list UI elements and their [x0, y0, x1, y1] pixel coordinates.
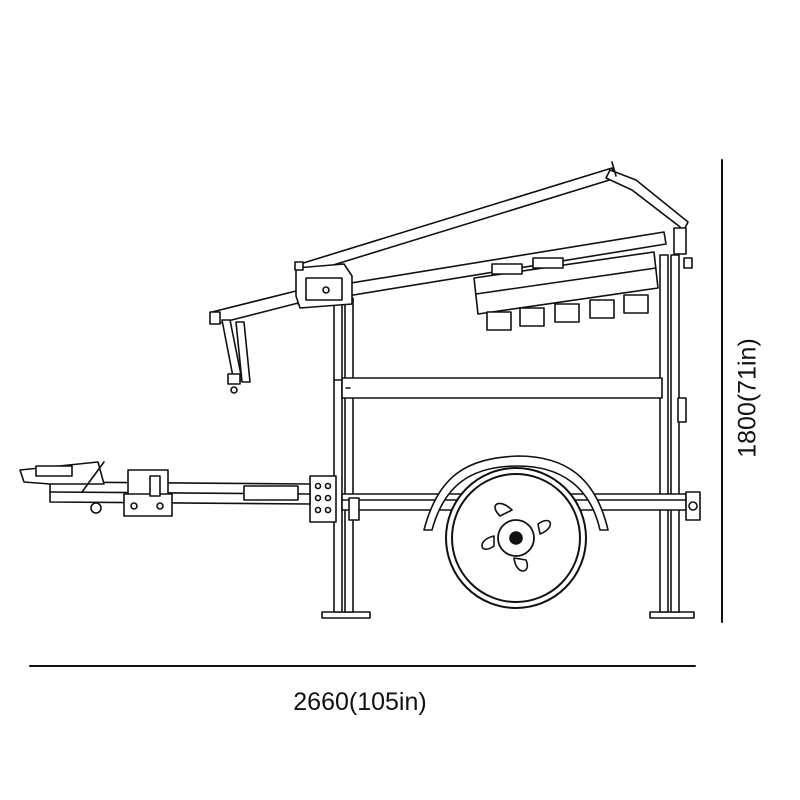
front-post [333, 297, 354, 613]
middle-crossbar [341, 377, 663, 399]
overall-length-label: 2660(105in) [293, 688, 427, 716]
light-bar [473, 251, 659, 331]
hub-slots [481, 502, 552, 572]
tongue-jack [123, 469, 173, 517]
rear-post [659, 254, 687, 613]
wheel [445, 467, 587, 609]
lamp-heads [486, 294, 649, 331]
overall-height-label: 1800(71in) [733, 338, 762, 458]
coupler [19, 461, 105, 514]
hitch-plate [309, 475, 360, 523]
roof-rack-frame [209, 161, 693, 394]
wheel-fender [423, 455, 609, 531]
trailer-tongue [49, 481, 311, 505]
front-support-foot [321, 611, 371, 619]
rear-support-foot [649, 611, 695, 619]
